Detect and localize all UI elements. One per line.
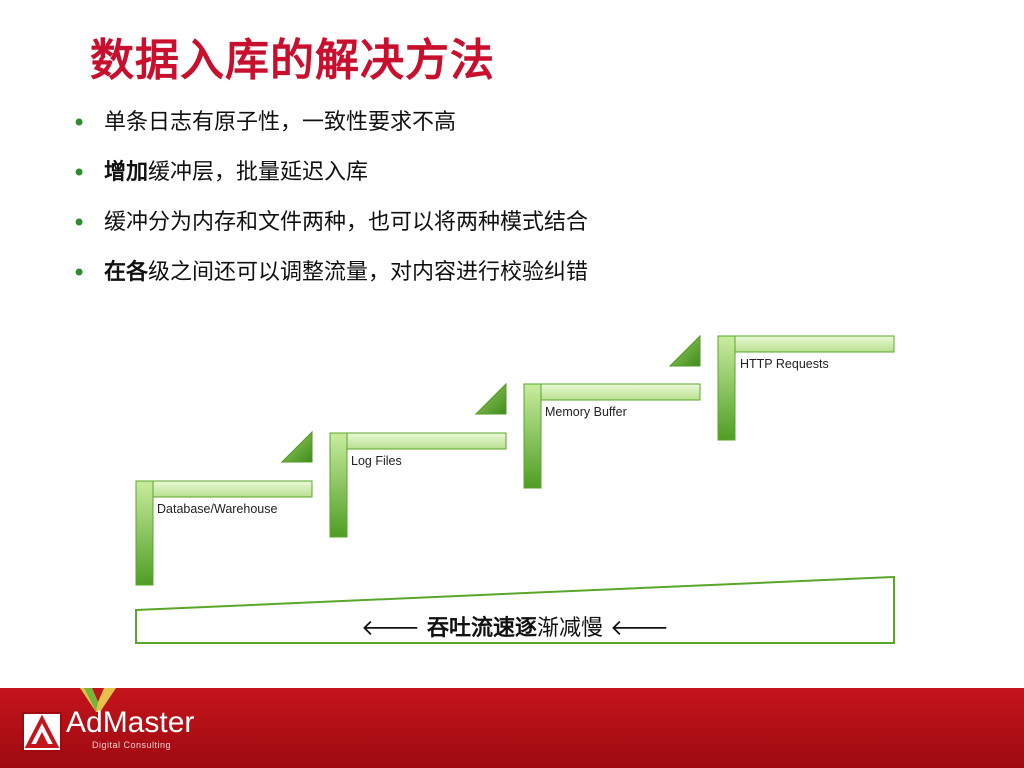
bullet-text: 单条日志有原子性，一致性要求不高 [104,110,457,135]
bullet-dot-icon: • [72,259,87,287]
bullet-item: • 单条日志有原子性，一致性要求不高 [72,110,972,136]
arrow-left-icon: 🡐 [610,616,670,641]
arrow-left-icon: 🡐 [360,616,420,641]
bullet-item: • 缓冲分为内存和文件两种，也可以将两种模式结合 [72,210,972,236]
step-corner-triangle [280,430,313,463]
bullet-text: 缓冲层，批量延迟入库 [148,160,369,185]
step-corner-triangle [474,382,507,415]
throughput-text: 渐减慢 [537,616,604,641]
bullet-dot-icon: • [72,209,87,237]
slide-title: 数据入库的解决方法 [90,35,495,86]
bullet-item: • 在各级之间还可以调整流量，对内容进行校验纠错 [72,260,972,286]
bullet-dot-icon: • [72,109,87,137]
bullet-text: 缓冲分为内存和文件两种，也可以将两种模式结合 [104,210,589,235]
bullet-list: • 单条日志有原子性，一致性要求不高 • 增加缓冲层，批量延迟入库 • 缓冲分为… [72,110,972,310]
step-label: HTTP Requests [740,357,829,371]
step-http-requests [717,335,895,441]
step-label: Database/Warehouse [157,502,278,516]
bullet-strong: 增加 [104,160,149,185]
step-label: Memory Buffer [545,405,627,419]
throughput-caption: 🡐 吞吐流速逐渐减慢 🡐 [136,610,894,642]
logo-text: AdMaster [66,706,195,739]
logo-triangle-icon [24,714,60,748]
bullet-strong: 在各 [104,260,149,285]
footer-bar: AdMaster Digital Consulting [0,688,1024,768]
throughput-wedge [135,575,895,644]
logo-subtext: Digital Consulting [92,740,172,750]
logo-v-icon [80,688,116,712]
step-memory-buffer [523,383,701,489]
throughput-strong: 吞吐流速逐 [426,616,537,641]
step-database-warehouse [135,480,313,586]
step-label: Log Files [351,454,402,468]
bullet-dot-icon: • [72,159,87,187]
bullet-item: • 增加缓冲层，批量延迟入库 [72,160,972,186]
bullet-text: 级之间还可以调整流量，对内容进行校验纠错 [148,260,589,285]
logo-mark [22,712,62,752]
step-log-files [329,432,507,538]
step-corner-triangle [668,334,701,367]
